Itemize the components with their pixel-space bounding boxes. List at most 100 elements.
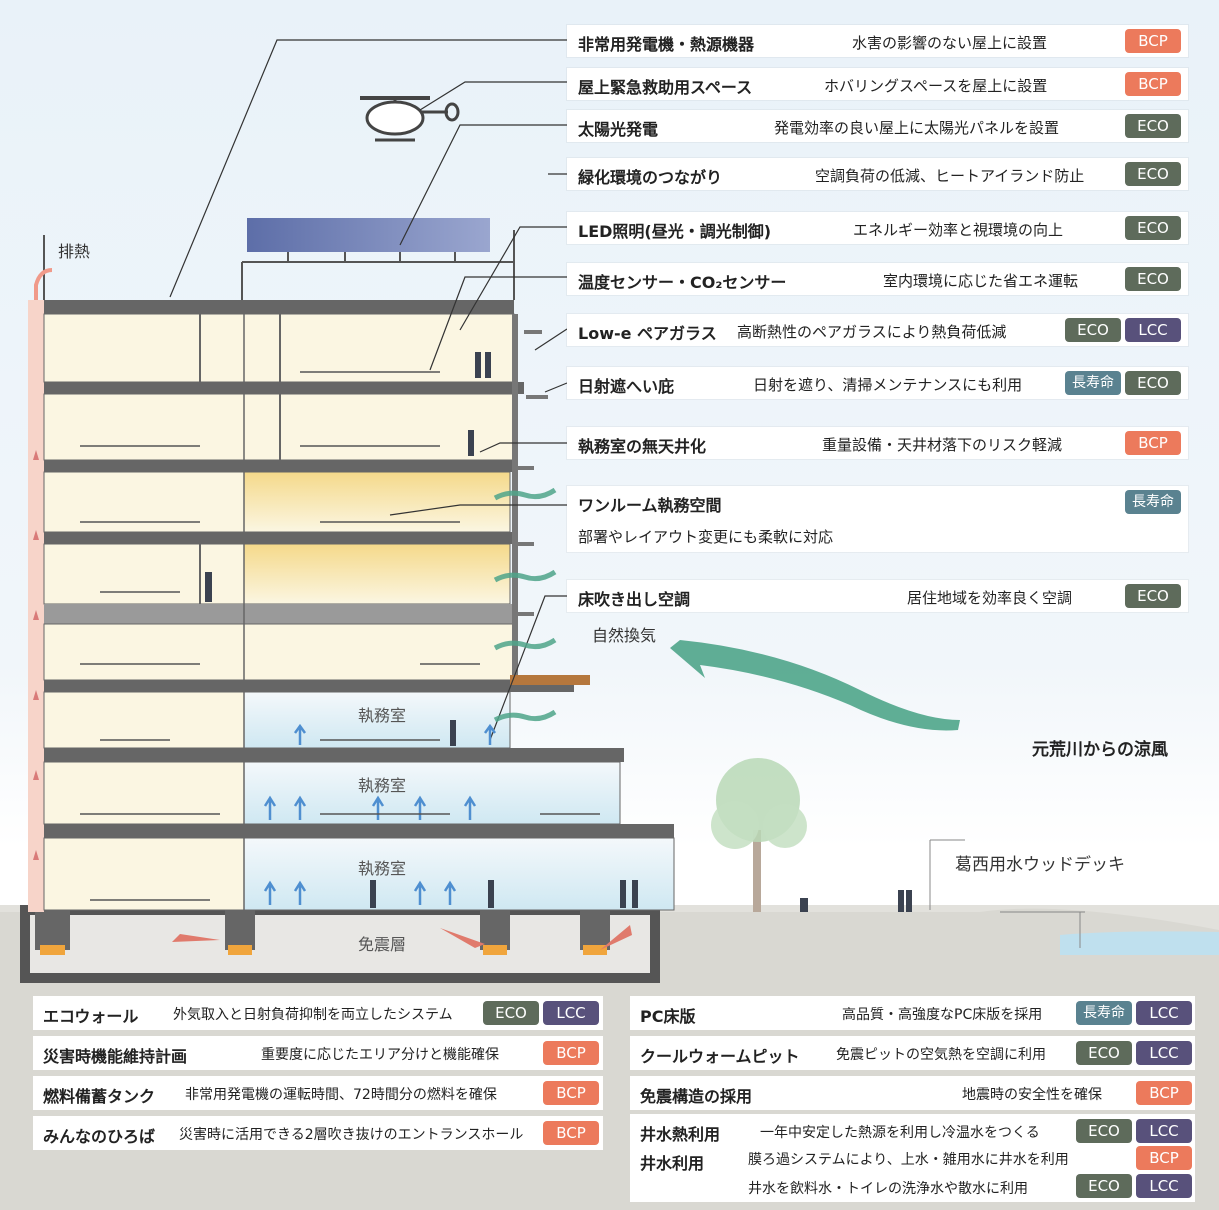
row-desc: 井水を飲料水・トイレの洗浄水や散水に利用 [748, 1181, 1028, 1197]
callout-greenery: 緑化環境のつながり 空調負荷の低減、ヒートアイランド防止 ECO [567, 158, 1188, 190]
row-title: 燃料備蓄タンク [43, 1087, 156, 1106]
lcc-badge: LCC [1136, 1119, 1192, 1143]
row-desc: 非常用発電機の運転時間、72時間分の燃料を確保 [185, 1087, 497, 1103]
row-title: エコウォール [43, 1007, 139, 1026]
lcc-badge: LCC [543, 1001, 599, 1025]
callout-desc: 日射を遮り、清掃メンテナンスにも利用 [753, 376, 1023, 394]
bcp-badge: BCP [543, 1081, 599, 1105]
eco-badge: ECO [483, 1001, 539, 1025]
row-fuel-tank: 燃料備蓄タンク 非常用発電機の運転時間、72時間分の燃料を確保 BCP [33, 1076, 603, 1110]
row-desc: 免震ピットの空気熱を空調に利用 [836, 1047, 1046, 1063]
row-title: PC床版 [640, 1007, 696, 1026]
ventilation-label: 自然換気 [592, 626, 657, 645]
office-label-2: 執務室 [358, 776, 407, 795]
office-label-3: 執務室 [358, 859, 407, 878]
row-title: 災害時機能維持計画 [43, 1047, 188, 1066]
eco-badge: ECO [1076, 1119, 1132, 1143]
eco-badge: ECO [1076, 1174, 1132, 1198]
leader-lines [169, 39, 568, 741]
wood-deck [929, 839, 1085, 948]
breeze-label: 元荒川からの涼風 [1032, 740, 1168, 760]
callout-title: 緑化環境のつながり [578, 168, 723, 187]
callout-solar: 太陽光発電 発電効率の良い屋上に太陽光パネルを設置 ECO [567, 110, 1188, 142]
long-life-badge: 長寿命 [1076, 1001, 1132, 1025]
row-title: 井水利用 [640, 1154, 705, 1173]
bcp-badge: BCP [1136, 1146, 1192, 1170]
callout-title: 屋上緊急救助用スペース [578, 78, 753, 97]
exhaust-label: 排熱 [58, 242, 91, 261]
eco-badge: ECO [1065, 318, 1121, 342]
exhaust-arrows [33, 450, 39, 860]
callout-desc: 部署やレイアウト変更にも柔軟に対応 [578, 528, 834, 546]
row-isolation-structure: 免震構造の採用 地震時の安全性を確保 BCP [630, 1076, 1195, 1110]
callout-desc: 発電効率の良い屋上に太陽光パネルを設置 [774, 119, 1060, 137]
row-desc: 一年中安定した熱源を利用し冷温水をつくる [760, 1125, 1040, 1141]
row-desc: 地震時の安全性を確保 [962, 1087, 1102, 1103]
callout-desc: 水害の影響のない屋上に設置 [852, 34, 1048, 52]
building-floors [43, 300, 675, 911]
row-title: 免震構造の採用 [640, 1087, 753, 1106]
callout-title: 太陽光発電 [578, 120, 659, 139]
floor-air-arrows [263, 723, 497, 905]
row-well-water: 井水熱利用 一年中安定した熱源を利用し冷温水をつくる ECO LCC 井水利用 … [630, 1114, 1195, 1202]
isolation-label: 免震層 [358, 935, 407, 954]
callout-title: 床吹き出し空調 [578, 590, 691, 609]
bcp-badge: BCP [1125, 29, 1181, 53]
callout-floor-aircon: 床吹き出し空調 居住地域を効率良く空調 ECO [567, 580, 1188, 612]
bcp-badge: BCP [543, 1041, 599, 1065]
callout-lowe-glass: Low-e ペアガラス 高断熱性のペアガラスにより熱負荷低減 ECO LCC [567, 314, 1188, 346]
callout-desc: 室内環境に応じた省エネ運転 [883, 272, 1079, 290]
helicopter [360, 96, 460, 142]
callout-rooftop-rescue: 屋上緊急救助用スペース ホバリングスペースを屋上に設置 BCP [567, 68, 1188, 100]
deck-label: 葛西用水ウッドデッキ [955, 855, 1125, 875]
lcc-badge: LCC [1136, 1001, 1192, 1025]
row-desc: 重要度に応じたエリア分けと機能確保 [261, 1047, 499, 1063]
callout-title: 日射遮へい庇 [578, 377, 675, 396]
callout-desc: 重量設備・天井材落下のリスク軽減 [822, 436, 1063, 454]
lcc-badge: LCC [1125, 318, 1181, 342]
office-label-1: 執務室 [358, 706, 407, 725]
people-figures [205, 352, 912, 912]
callout-sensor: 温度センサー・CO₂センサー 室内環境に応じた省エネ運転 ECO [567, 263, 1188, 295]
callout-desc: エネルギー効率と視環境の向上 [853, 221, 1064, 239]
eco-badge: ECO [1125, 162, 1181, 186]
desk-rows [80, 371, 600, 901]
row-desc: 外気取入と日射負荷抑制を両立したシステム [173, 1007, 453, 1023]
solar-panel [247, 218, 490, 252]
callout-one-room-office: ワンルーム執務空間 部署やレイアウト変更にも柔軟に対応 長寿命 [567, 486, 1188, 552]
row-cool-warm-pit: クールウォームピット 免震ピットの空気熱を空調に利用 ECO LCC [630, 1036, 1195, 1070]
bcp-badge: BCP [1125, 431, 1181, 455]
callout-desc: 高断熱性のペアガラスにより熱負荷低減 [737, 323, 1007, 341]
pit-air-arrows [172, 925, 632, 950]
eco-badge: ECO [1125, 267, 1181, 291]
row-title: 井水熱利用 [640, 1125, 721, 1144]
long-life-badge: 長寿命 [1065, 371, 1121, 395]
eco-badge: ECO [1125, 371, 1181, 395]
long-life-badge: 長寿命 [1125, 490, 1181, 514]
isolators [35, 910, 610, 950]
bcp-badge: BCP [1125, 72, 1181, 96]
tree [711, 758, 807, 912]
callout-title: LED照明(昼光・調光制御) [578, 222, 772, 241]
callout-emergency-generator: 非常用発電機・熱源機器 水害の影響のない屋上に設置 BCP [567, 25, 1188, 57]
row-plaza: みんなのひろば 災害時に活用できる2層吹き抜けのエントランスホール BCP [33, 1116, 603, 1150]
eco-wall-shaft [28, 300, 44, 912]
callout-title: 温度センサー・CO₂センサー [578, 273, 787, 292]
callout-led: LED照明(昼光・調光制御) エネルギー効率と視環境の向上 ECO [567, 212, 1188, 244]
bcp-badge: BCP [1136, 1081, 1192, 1105]
callout-sunshade: 日射遮へい庇 日射を遮り、清掃メンテナンスにも利用 長寿命 ECO [567, 367, 1188, 399]
callout-title: Low-e ペアガラス [578, 324, 717, 343]
row-desc: 災害時に活用できる2層吹き抜けのエントランスホール [179, 1127, 524, 1143]
callout-no-ceiling: 執務室の無天井化 重量設備・天井材落下のリスク軽減 BCP [567, 427, 1188, 459]
bcp-badge: BCP [543, 1121, 599, 1145]
row-desc: 膜ろ過システムにより、上水・雑用水に井水を利用 [748, 1152, 1069, 1168]
eco-badge: ECO [1125, 114, 1181, 138]
eco-badge: ECO [1125, 216, 1181, 240]
row-pc-slab: PC床版 高品質・高強度なPC床版を採用 長寿命 LCC [630, 996, 1195, 1030]
row-desc: 高品質・高強度なPC床版を採用 [842, 1007, 1043, 1023]
ventilation-waves [493, 487, 557, 723]
lcc-badge: LCC [1136, 1174, 1192, 1198]
lcc-badge: LCC [1136, 1041, 1192, 1065]
row-eco-wall: エコウォール 外気取入と日射負荷抑制を両立したシステム ECO LCC [33, 996, 603, 1030]
